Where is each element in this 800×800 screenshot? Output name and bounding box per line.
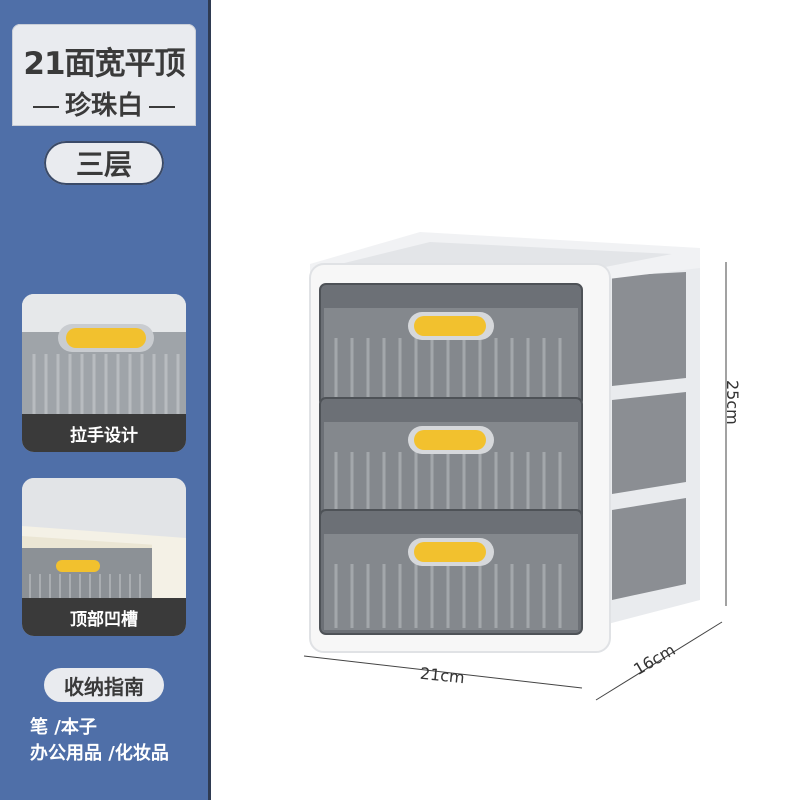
drawer-handle-closeup-icon [22, 294, 186, 414]
color-subtitle: 珍珠白 [12, 85, 196, 122]
height-label: 25cm [723, 380, 742, 425]
product-title: 21面宽平顶 [23, 46, 185, 82]
drawer-1 [319, 283, 583, 407]
sidebar: 21面宽平顶 珍珠白 三层 拉手设计 [0, 0, 208, 800]
dash-left [32, 105, 59, 108]
usage-line-1: 笔 /本子 [30, 717, 97, 738]
depth-dimension-line [595, 621, 723, 701]
drawer-2 [319, 397, 583, 521]
drawer-handle-3 [414, 542, 486, 562]
title-card: 21面宽平顶 珍珠白 [12, 24, 196, 126]
feature-card-handle: 拉手设计 [22, 294, 186, 452]
feature-label-groove: 顶部凹槽 [22, 598, 186, 636]
sidebar-divider [208, 0, 211, 800]
color-name: 珍珠白 [64, 91, 143, 121]
feature-card-groove: 顶部凹槽 [22, 478, 186, 636]
storage-guide-badge: 收纳指南 [44, 668, 164, 702]
feature-label-handle: 拉手设计 [22, 414, 186, 452]
top-groove-closeup-icon [22, 478, 186, 598]
layer-count-badge: 三层 [44, 141, 164, 185]
width-dimension-line [303, 655, 583, 689]
drawer-handle-1 [414, 316, 486, 336]
drawer-3 [319, 509, 583, 635]
drawer-handle-2 [414, 430, 486, 450]
usage-line-2: 办公用品 /化妆品 [30, 743, 169, 764]
dash-right [149, 105, 175, 108]
drawer-cabinet-image [309, 232, 700, 653]
